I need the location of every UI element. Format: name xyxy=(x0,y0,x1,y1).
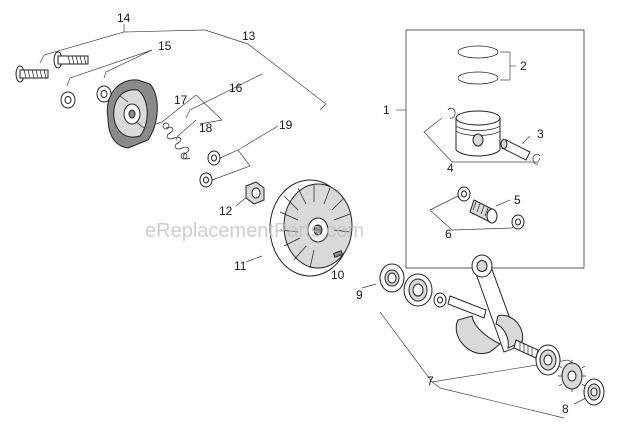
needle-bearing-5 xyxy=(469,199,498,224)
key-10 xyxy=(332,250,344,258)
circlip-4a xyxy=(447,107,456,119)
seal-8 xyxy=(583,378,605,406)
washer-6a xyxy=(457,186,471,202)
callout-17: 17 xyxy=(174,93,188,107)
nut-12 xyxy=(245,181,265,205)
callout-16: 16 xyxy=(229,81,243,95)
callout-6: 6 xyxy=(445,227,452,241)
gear-7 xyxy=(558,360,586,392)
callout-2: 2 xyxy=(520,59,527,73)
callout-1: 1 xyxy=(383,103,390,117)
crankshaft-7 xyxy=(447,254,539,359)
callout-9: 9 xyxy=(356,288,363,302)
piston-ring-2a xyxy=(457,45,499,59)
bearing-9b xyxy=(403,273,433,307)
callout-18: 18 xyxy=(199,121,213,135)
callout-labels: 1 2 3 4 5 6 7 8 9 10 11 12 13 14 15 16 1… xyxy=(117,11,569,416)
screw-14a xyxy=(15,65,49,83)
bearing-9a xyxy=(379,263,405,293)
callout-5: 5 xyxy=(514,193,521,207)
washer-15a xyxy=(60,91,76,109)
clutch-16 xyxy=(106,79,158,149)
piston-4 xyxy=(455,110,501,157)
seal-9 xyxy=(433,292,447,308)
callout-12: 12 xyxy=(219,204,233,218)
callout-15: 15 xyxy=(158,39,172,53)
flywheel-11 xyxy=(269,179,353,277)
callout-7: 7 xyxy=(427,374,434,388)
spring-18 xyxy=(162,122,191,160)
washer-19a xyxy=(207,150,221,166)
piston-kit-frame xyxy=(405,29,585,269)
callout-19: 19 xyxy=(279,118,293,132)
washer-15b xyxy=(96,85,112,103)
piston-ring-2b xyxy=(457,71,499,85)
callout-14: 14 xyxy=(117,11,131,25)
washer-19b xyxy=(199,172,213,188)
callout-10: 10 xyxy=(331,268,345,282)
washer-6b xyxy=(511,214,525,230)
screw-14b xyxy=(53,51,89,69)
ball-bearing-7 xyxy=(535,344,561,376)
callout-4: 4 xyxy=(447,161,454,175)
callout-11: 11 xyxy=(234,259,247,273)
watermark-text: eReplacementParts.com xyxy=(145,220,364,242)
piston-pin-3 xyxy=(500,139,531,161)
callout-13: 13 xyxy=(242,29,256,43)
callout-8: 8 xyxy=(562,402,569,416)
circlip-4b xyxy=(532,153,541,165)
callout-3: 3 xyxy=(537,127,544,141)
